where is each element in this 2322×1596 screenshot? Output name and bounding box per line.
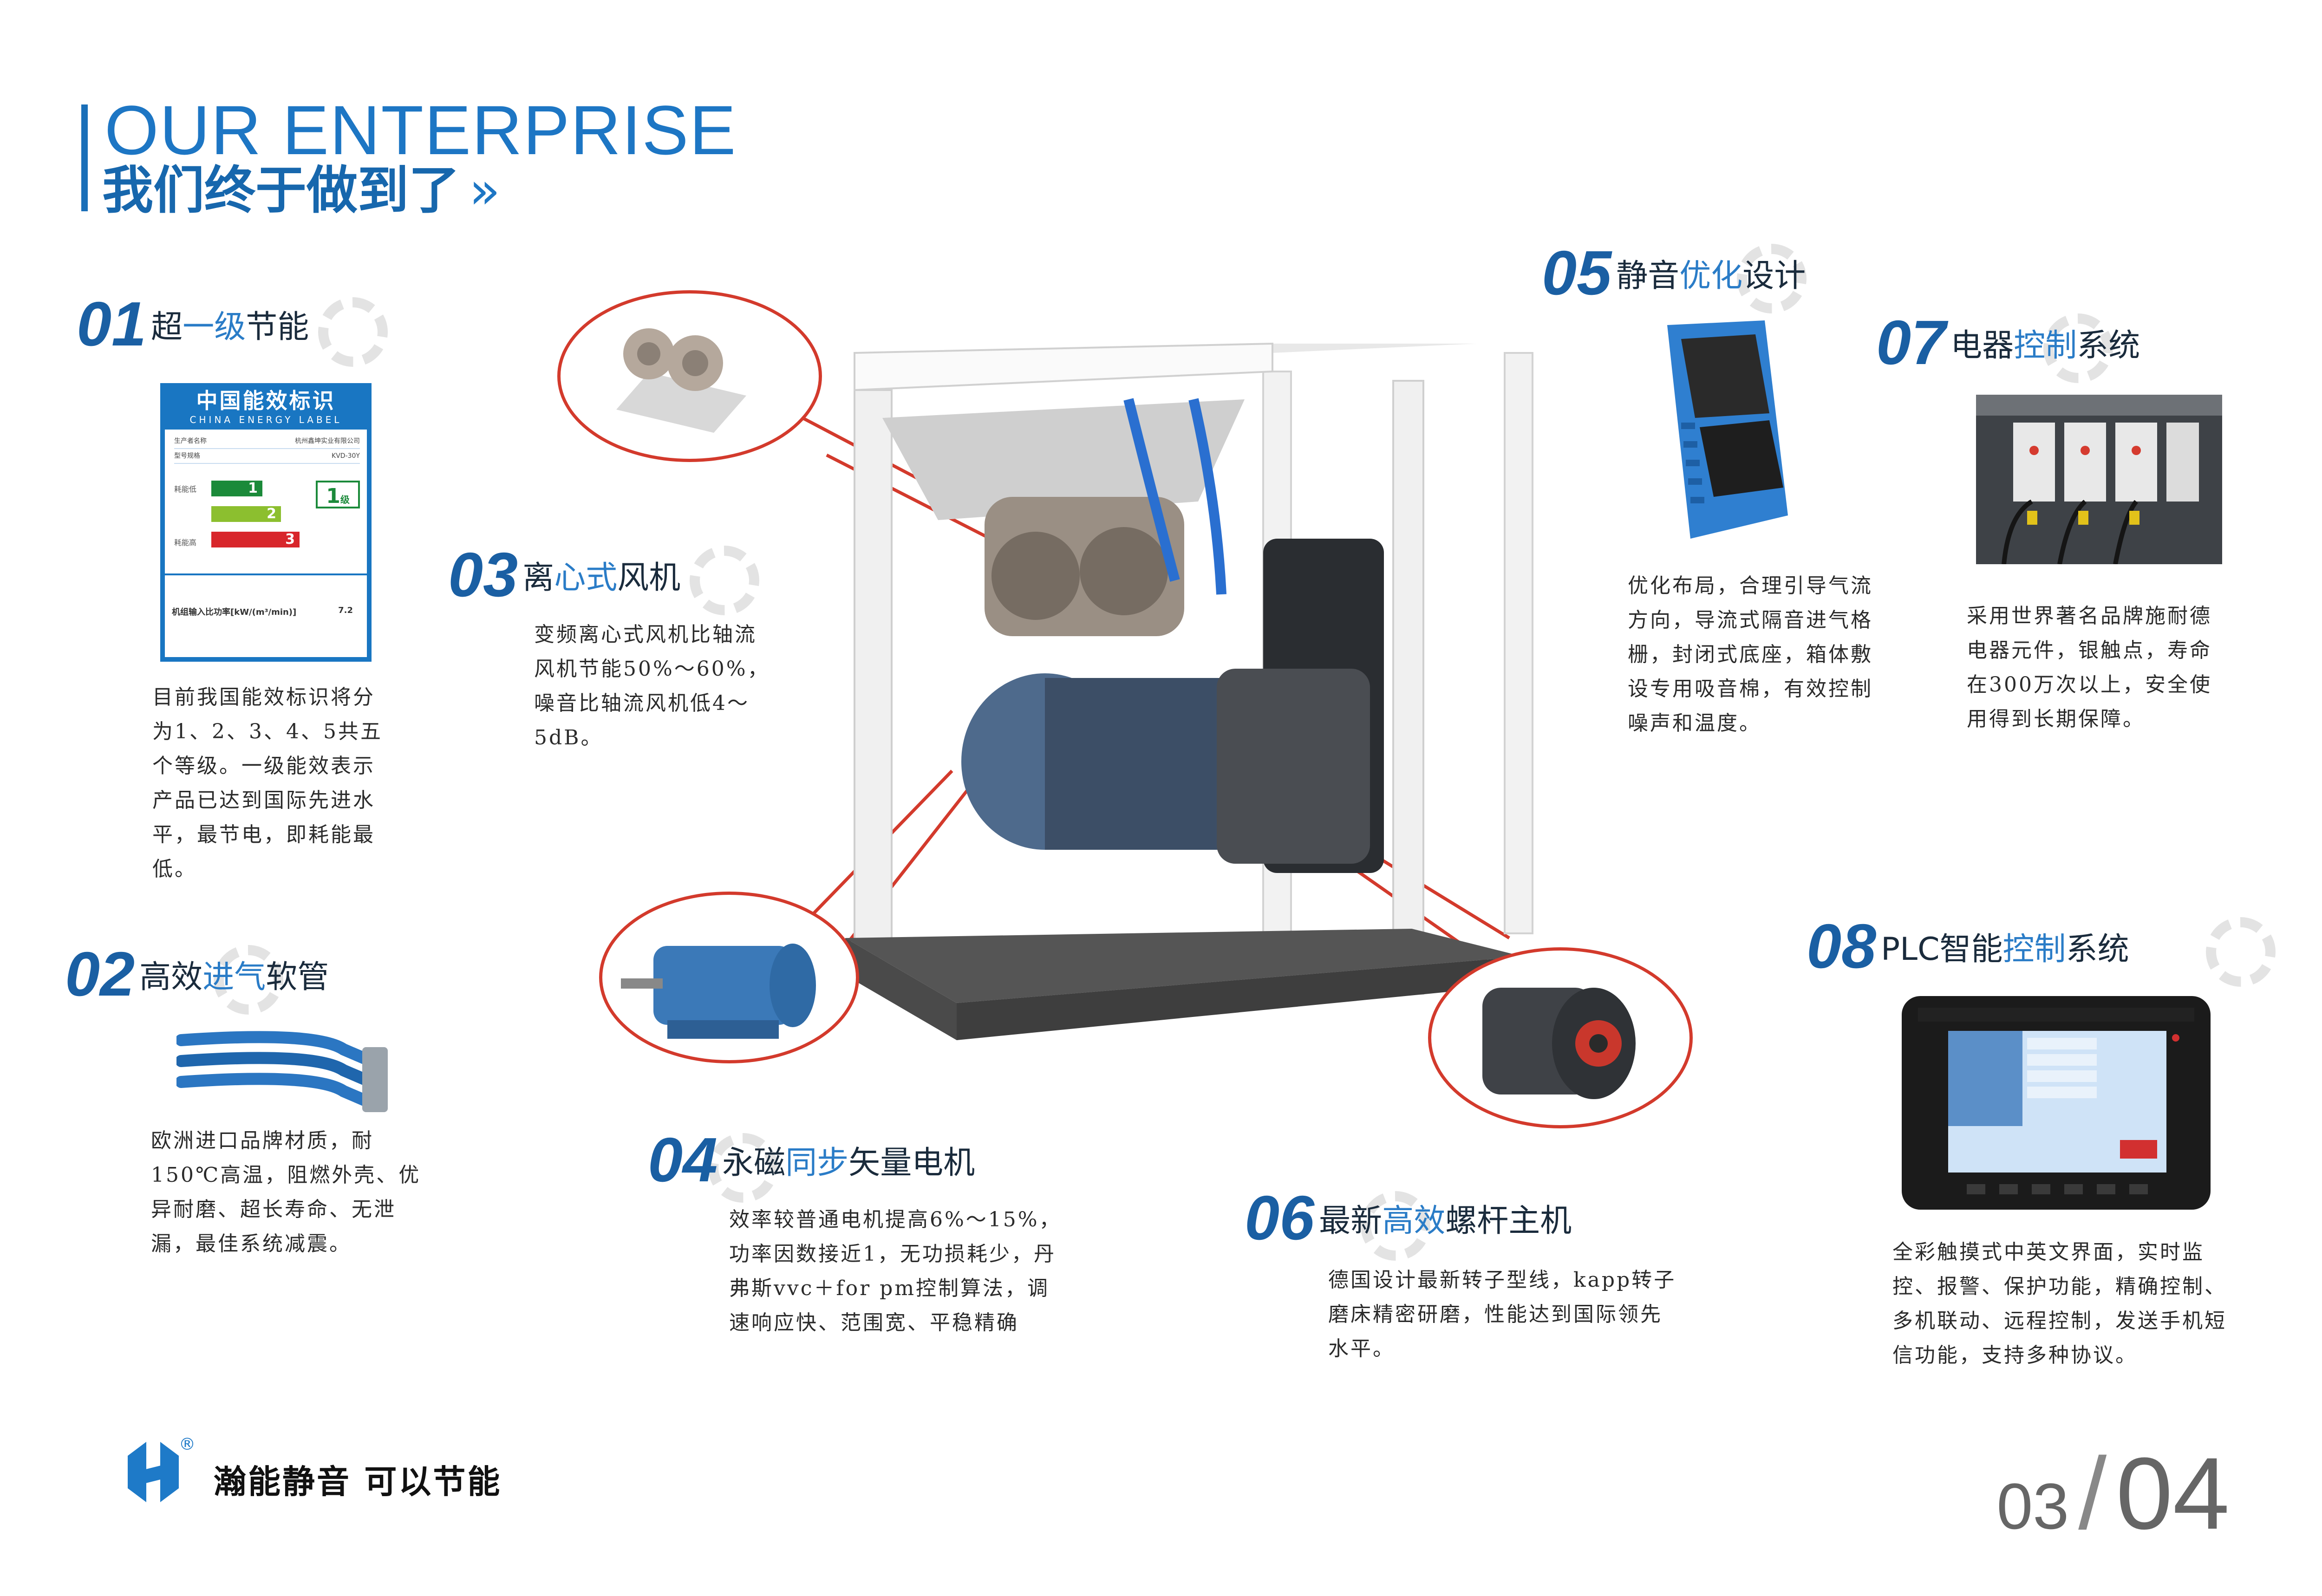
section-02-text: 欧洲进口品牌材质，耐150℃高温，阻燃外壳、优异耐磨、超长寿命、无泄漏，最佳系统… (151, 1129, 421, 1256)
header-accent-bar (81, 104, 88, 211)
page-number: 03/04 (1996, 1435, 2230, 1552)
grade-bar-3: 3 (211, 532, 300, 547)
energy-label: 中国能效标识 CHINA ENERGY LABEL 生产者名称杭州鑫坤实业有限公… (160, 383, 372, 662)
grade-bar-1: 1 (211, 481, 262, 496)
energy-label-footer: 机组输入比功率[kW/(m³/min)] 7.2 (165, 573, 367, 659)
section-title: 超一级节能 (151, 309, 309, 345)
callout-screw-head-circle (1428, 947, 1693, 1128)
motor-image (621, 944, 816, 1039)
screw-head-image (1482, 988, 1636, 1099)
gear-icon (2206, 917, 2276, 987)
chevron-right-icon: » (469, 161, 501, 220)
page-separator: / (2078, 1436, 2107, 1550)
section-06-text: 德国设计最新转子型线，kapp转子磨床精密研磨，性能达到国际领先水平。 (1328, 1268, 1676, 1361)
page-left: 03 (1996, 1470, 2069, 1543)
gear-icon (318, 297, 388, 367)
energy-label-header: 中国能效标识 CHINA ENERGY LABEL (165, 388, 367, 430)
compressor-illustration (784, 342, 1533, 1040)
section-01-text: 目前我国能效标识将分为1、2、3、4、5共五个等级。一级能效表示产品已达到国际先… (152, 685, 383, 881)
electrical-cabinet-image (1976, 395, 2222, 564)
callout-fan-circle (557, 290, 822, 462)
footer-slogan: 瀚能静音 可以节能 (214, 1463, 502, 1501)
grade-bar-2: 2 (211, 506, 281, 522)
header-title-en: OUR ENTERPRISE (104, 91, 737, 169)
company-logo-icon (128, 1442, 179, 1502)
section-number: 01 (77, 289, 147, 359)
registered-mark: ® (179, 1435, 196, 1454)
page-right: 04 (2116, 1436, 2230, 1550)
intake-grille-image (1667, 320, 1788, 539)
plc-controller-image (1902, 996, 2211, 1210)
section-03-text: 变频离心式风机比轴流风机节能50%～60%，噪音比轴流风机低4～5dB。 (534, 623, 770, 749)
section-07-text: 采用世界著名品牌施耐德电器元件，银触点，寿命在300万次以上，安全使用得到长期保… (1967, 604, 2212, 731)
header-title-cn-text: 我们终于做到了 (102, 161, 460, 220)
callout-motor-circle (599, 892, 859, 1063)
section-08-text: 全彩触摸式中英文界面，实时监控、报警、保护功能，精确控制、多机联动、远程控制，发… (1892, 1240, 2227, 1367)
energy-grade-chart: 耗能低 耗能高 1 2 3 1级 (174, 471, 360, 550)
section-04-text: 效率较普通电机提高6%～15%，功率因数接近1，无功损耗少，丹弗斯vvc＋for… (729, 1208, 1062, 1335)
header-title-cn: 我们终于做到了» (102, 160, 500, 221)
hose-image (176, 1031, 388, 1112)
fan-image (616, 328, 746, 433)
section-05-text: 优化布局，合理引导气流方向，导流式隔音进气格栅，封闭式底座，箱体敷设专用吸音棉，… (1628, 574, 1873, 735)
current-grade-badge: 1级 (316, 481, 360, 508)
